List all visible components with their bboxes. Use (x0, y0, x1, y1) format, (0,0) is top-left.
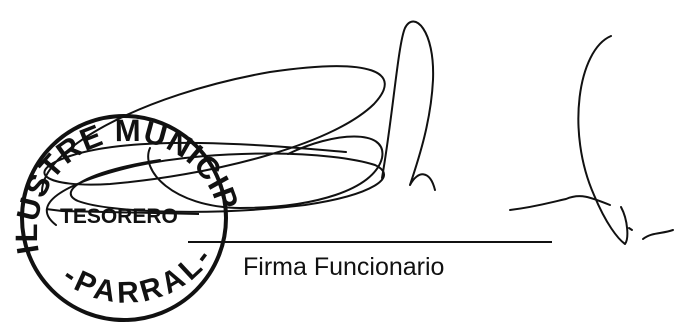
signature-tall-loop (381, 20, 436, 191)
signature-inner-curl (147, 135, 384, 209)
signature-upper-loop (40, 65, 386, 194)
municipal-seal: ILUSTRE MUNICIPALIDAD -PARRAL- TESORERO (0, 0, 244, 322)
signature-right-flourish (577, 35, 629, 245)
signature-dot-mark (628, 227, 633, 231)
signature-lower-loop (45, 152, 386, 226)
signature-end-stroke (642, 229, 674, 240)
signature-caption: Firma Funcionario (243, 253, 445, 281)
signature-line (188, 241, 552, 243)
seal-center-rule (45, 208, 200, 215)
seal-bottom-text: -PARRAL- (57, 239, 221, 310)
handwritten-signature (40, 20, 674, 245)
